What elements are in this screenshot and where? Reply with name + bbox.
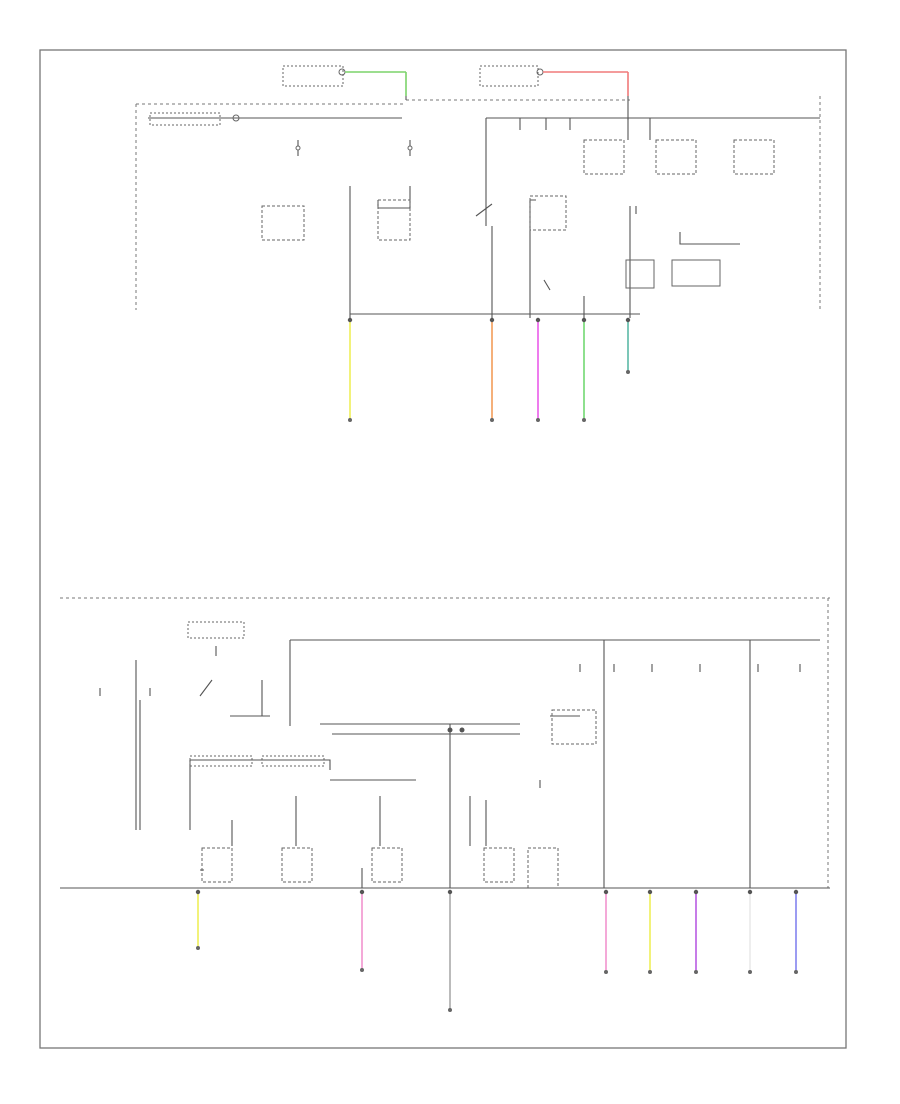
relay-bottom-4 <box>483 847 515 883</box>
bottom-wire-terminal-8 <box>794 970 798 974</box>
top-module-outline <box>135 96 821 310</box>
bottom-wire-connector-6 <box>693 889 699 895</box>
relay-right-6 <box>671 259 721 287</box>
top-source-left <box>282 65 407 96</box>
bottom-wire-connector-5 <box>647 889 653 895</box>
bottom-wire-terminal-2 <box>360 968 364 972</box>
bottom-wire-terminal-6 <box>694 970 698 974</box>
bottom-wire-connector-1 <box>195 889 201 895</box>
top-wire-connector-4 <box>581 317 587 323</box>
bottom-wire-terminal-7 <box>748 970 752 974</box>
relay-right-3 <box>733 139 775 175</box>
bottom-fuses <box>99 664 801 696</box>
relay-right-5 <box>625 259 655 289</box>
top-wire-connector-3 <box>535 317 541 323</box>
top-wire-terminal-1 <box>348 418 352 422</box>
top-wire-terminal-4 <box>582 418 586 422</box>
top-section <box>135 65 821 422</box>
bottom-wire-terminal-1 <box>196 946 200 950</box>
top-wire-terminal-5 <box>626 370 630 374</box>
top-output-wires <box>347 317 631 422</box>
bottom-wire-terminal-4 <box>604 970 608 974</box>
top-fuses <box>295 140 413 156</box>
bottom-wire-connector-3 <box>447 889 453 895</box>
bottom-section <box>60 598 830 1012</box>
relay-bottom-5 <box>527 847 559 889</box>
bottom-wire-connector-8 <box>793 889 799 895</box>
top-wire-connector-1 <box>347 317 353 323</box>
top-wire-connector-2 <box>489 317 495 323</box>
relay-left-1 <box>261 205 305 241</box>
relay-bottom-2 <box>281 847 313 883</box>
top-wire-terminal-3 <box>536 418 540 422</box>
bottom-wire-connector-7 <box>747 889 753 895</box>
bottom-wire-connector-2 <box>359 889 365 895</box>
top-wire-connector-5 <box>625 317 631 323</box>
top-wire-terminal-2 <box>490 418 494 422</box>
bottom-wire-connector-4 <box>603 889 609 895</box>
relay-left-2 <box>377 199 411 241</box>
bottom-output-wires <box>195 889 799 1012</box>
bottom-wire-terminal-5 <box>648 970 652 974</box>
relay-right-4 <box>529 195 567 231</box>
bottom-wire-terminal-3 <box>448 1008 452 1012</box>
relay-bottom-1 <box>201 847 233 883</box>
diagram-frame <box>39 49 847 1049</box>
relay-right-1 <box>583 139 625 175</box>
relay-right-2 <box>655 139 697 175</box>
top-source-mid <box>479 65 629 96</box>
relay-bottom-3 <box>371 847 403 883</box>
